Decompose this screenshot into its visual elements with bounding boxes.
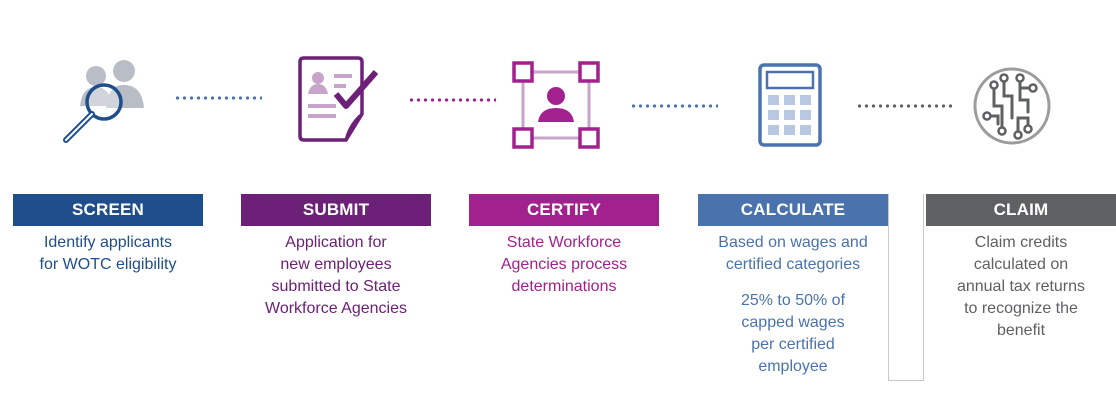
description-line: to recognize the [964, 300, 1078, 317]
step-screen-description: Identify applicants for WOTC eligibility [8, 232, 208, 276]
column-divider-frame [888, 194, 924, 381]
description-line: capped wages [741, 314, 845, 331]
circuit-icon [973, 67, 1051, 145]
step-calculate-description: Based on wages and certified categories … [693, 232, 893, 378]
connector-dots-4 [856, 104, 952, 108]
description-line: annual tax returns [956, 278, 1086, 295]
description-line: Workforce Agencies [265, 300, 407, 317]
connector-dots-1 [174, 96, 262, 100]
description-spacer [693, 276, 893, 290]
connector-dots-3 [630, 104, 718, 108]
description-line: Claim credits [974, 234, 1068, 251]
description-line: calculated on [973, 256, 1069, 273]
step-submit-header: SUBMIT [241, 194, 431, 226]
description-line: Agencies process [500, 256, 628, 273]
description-line: employee [758, 358, 828, 375]
description-line: 25% to 50% of [740, 292, 846, 309]
description-line: determinations [511, 278, 617, 295]
step-claim-description: Claim credits calculated on annual tax r… [921, 232, 1116, 342]
description-line: Identify applicants [43, 234, 173, 251]
description-line: benefit [996, 322, 1046, 339]
magnifier-people-icon [63, 60, 144, 143]
description-line: certified categories [725, 256, 861, 273]
application-form-icon [298, 56, 379, 142]
calculator-icon [758, 63, 822, 147]
description-line: Based on wages and [718, 234, 868, 251]
step-calculate-header: CALCULATE [698, 194, 888, 226]
step-submit-description: Application for new employees submitted … [236, 232, 436, 320]
step-claim-header: CLAIM [926, 194, 1116, 226]
description-line: submitted to State [271, 278, 401, 295]
description-line: per certified [751, 336, 835, 353]
step-screen-header: SCREEN [13, 194, 203, 226]
description-line: Application for [285, 234, 387, 251]
description-line: new employees [280, 256, 392, 273]
certify-person-icon [512, 61, 600, 149]
description-line: for WOTC eligibility [39, 256, 177, 273]
step-certify-description: State Workforce Agencies process determi… [464, 232, 664, 298]
description-line: State Workforce [506, 234, 622, 251]
step-certify-header: CERTIFY [469, 194, 659, 226]
connector-dots-2 [408, 98, 496, 102]
